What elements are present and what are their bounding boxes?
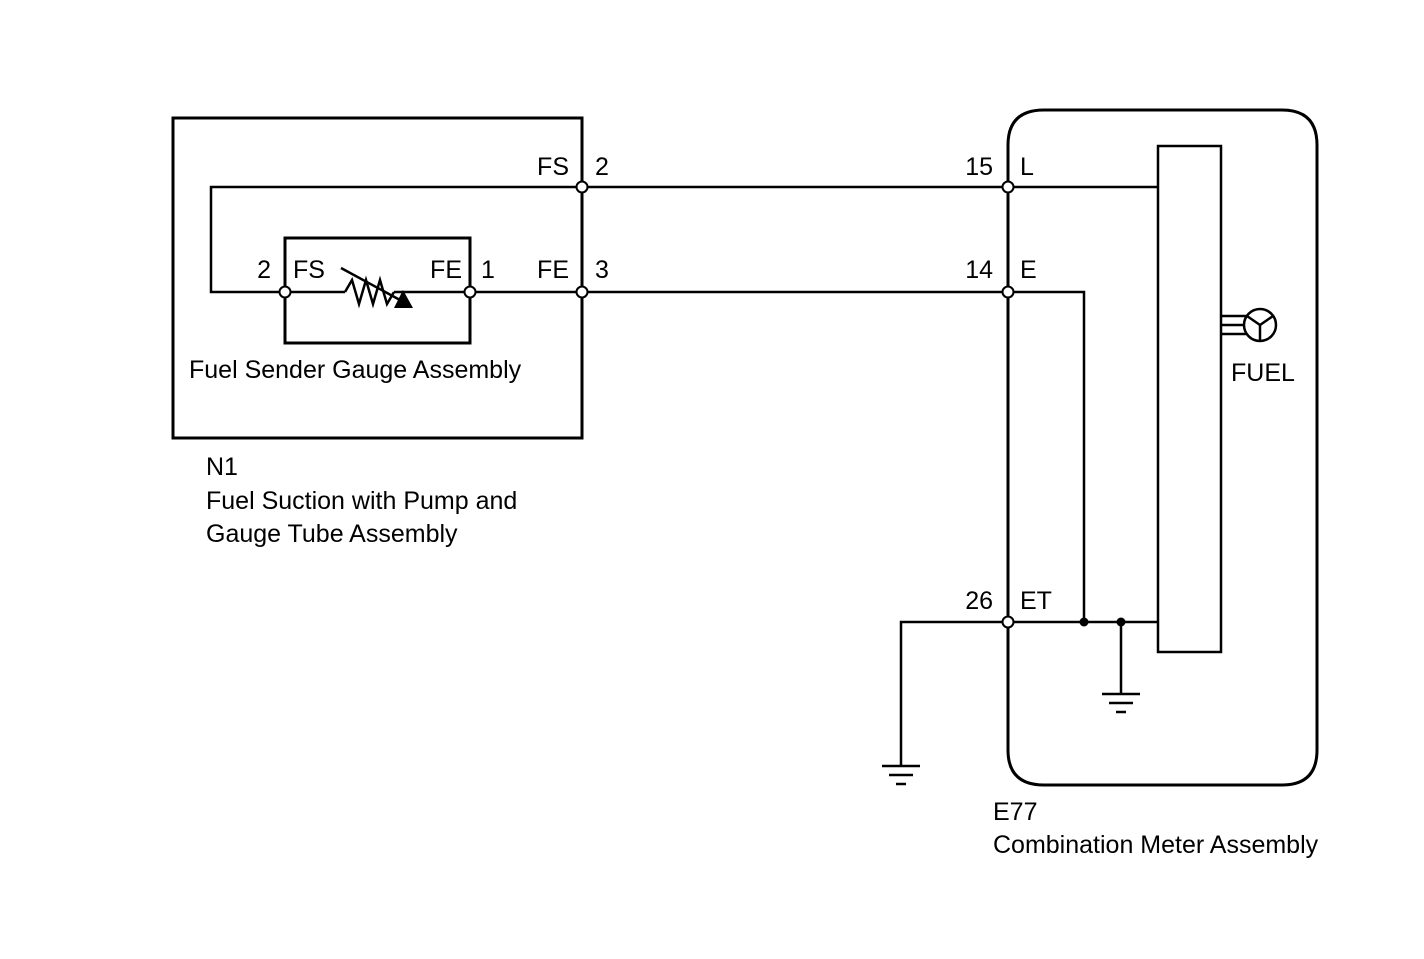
n1-name-line1: Fuel Suction with Pump and — [206, 487, 517, 515]
e77-pin-et-num: 26 — [965, 587, 993, 615]
sender-left-num: 2 — [257, 256, 271, 284]
fuel-gauge-icon — [1221, 307, 1278, 343]
n1-code: N1 — [206, 453, 238, 481]
sender-right-name: FE — [430, 256, 462, 284]
ground-icon — [1102, 692, 1140, 714]
pin-sender-2 — [278, 285, 292, 299]
pin-n1-2 — [575, 180, 589, 194]
n1-pin-fe-num: 3 — [595, 256, 609, 284]
n1-pin-fe-name: FE — [537, 256, 569, 284]
pin-e77-26 — [1001, 615, 1015, 629]
variable-resistor-icon — [285, 266, 470, 309]
pin-n1-3 — [575, 285, 589, 299]
wire-fs-loop — [209, 185, 582, 294]
e77-box — [1006, 108, 1319, 787]
pin-e77-14 — [1001, 285, 1015, 299]
pin-sender-1 — [463, 285, 477, 299]
splice-dot — [1079, 617, 1089, 627]
e77-pin-e-name: E — [1020, 256, 1037, 284]
e77-pin-et-name: ET — [1020, 587, 1052, 615]
n1-pin-fs-num: 2 — [595, 153, 609, 181]
wire-e-internal — [1008, 290, 1086, 622]
n1-box — [171, 116, 584, 440]
sender-left-name: FS — [293, 256, 325, 284]
n1-pin-fs-name: FS — [537, 153, 569, 181]
pin-e77-15 — [1001, 180, 1015, 194]
wires — [209, 185, 1158, 766]
splice-dot — [1116, 617, 1126, 627]
e77-pin-l-num: 15 — [965, 153, 993, 181]
ground-icon — [882, 764, 920, 786]
n1-name-line2: Gauge Tube Assembly — [206, 520, 458, 548]
sender-name: Fuel Sender Gauge Assembly — [189, 356, 522, 384]
e77-pin-l-name: L — [1020, 153, 1034, 181]
e77-name: Combination Meter Assembly — [993, 831, 1319, 859]
wire-external-ground — [899, 620, 1008, 766]
gauge-label: FUEL — [1231, 359, 1295, 387]
e77-pin-e-num: 14 — [965, 256, 993, 284]
meter-gauge-block — [1156, 144, 1223, 654]
e77-code: E77 — [993, 798, 1037, 826]
sender-right-num: 1 — [481, 256, 495, 284]
